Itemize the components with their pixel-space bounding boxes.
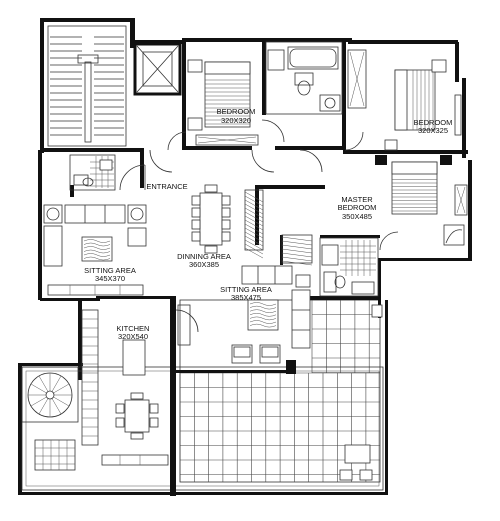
bedroom-2-size: 320X325	[418, 126, 448, 135]
outer-walls	[18, 18, 472, 495]
master-bathroom	[319, 237, 379, 297]
kitchen-name: KITCHEN	[117, 324, 150, 333]
kitchen-size: 320X540	[118, 332, 148, 341]
sitting-center-size: 385X475	[231, 293, 261, 302]
bathroom-1	[265, 41, 343, 115]
bedroom-2-name: BEDROOM	[414, 118, 453, 127]
bedroom-2-furniture	[347, 49, 462, 151]
dining-size: 360X385	[189, 260, 219, 269]
sitting-left-name: SITTING AREA	[84, 266, 136, 275]
left-sitting-furniture	[43, 204, 147, 296]
elevator	[133, 42, 182, 96]
center-sitting-furniture	[231, 265, 311, 364]
master-bedroom-furniture	[375, 155, 468, 246]
spiral-stair	[21, 366, 79, 423]
kitchen-furniture	[81, 304, 191, 466]
guest-wc	[69, 154, 116, 191]
dining-furniture	[191, 184, 231, 254]
terrace-balustrade	[21, 366, 384, 491]
terrace-grid	[179, 299, 381, 483]
master-bedroom-name-line1: MASTER	[341, 195, 373, 204]
interior-walls	[42, 38, 468, 496]
stairwell	[47, 25, 127, 147]
bedroom-1-size: 320X320	[221, 116, 251, 125]
entrance-label: ENTRANCE	[146, 182, 187, 191]
door-swings	[119, 119, 399, 333]
room-labels: BEDROOM 320X320 BEDROOM 320X325 MASTER B…	[84, 107, 452, 341]
center-stair	[244, 189, 313, 266]
sitting-left-size: 345X370	[95, 274, 125, 283]
dining-name: DINNING AREA	[177, 252, 231, 261]
bedroom-1-name: BEDROOM	[217, 107, 256, 116]
master-bedroom-name-line2: BEDROOM	[338, 203, 377, 212]
bedroom-1-furniture	[187, 59, 259, 146]
terrace-misc	[34, 304, 383, 481]
master-bedroom-size: 350X485	[342, 212, 372, 221]
sitting-center-name: SITTING AREA	[220, 285, 272, 294]
